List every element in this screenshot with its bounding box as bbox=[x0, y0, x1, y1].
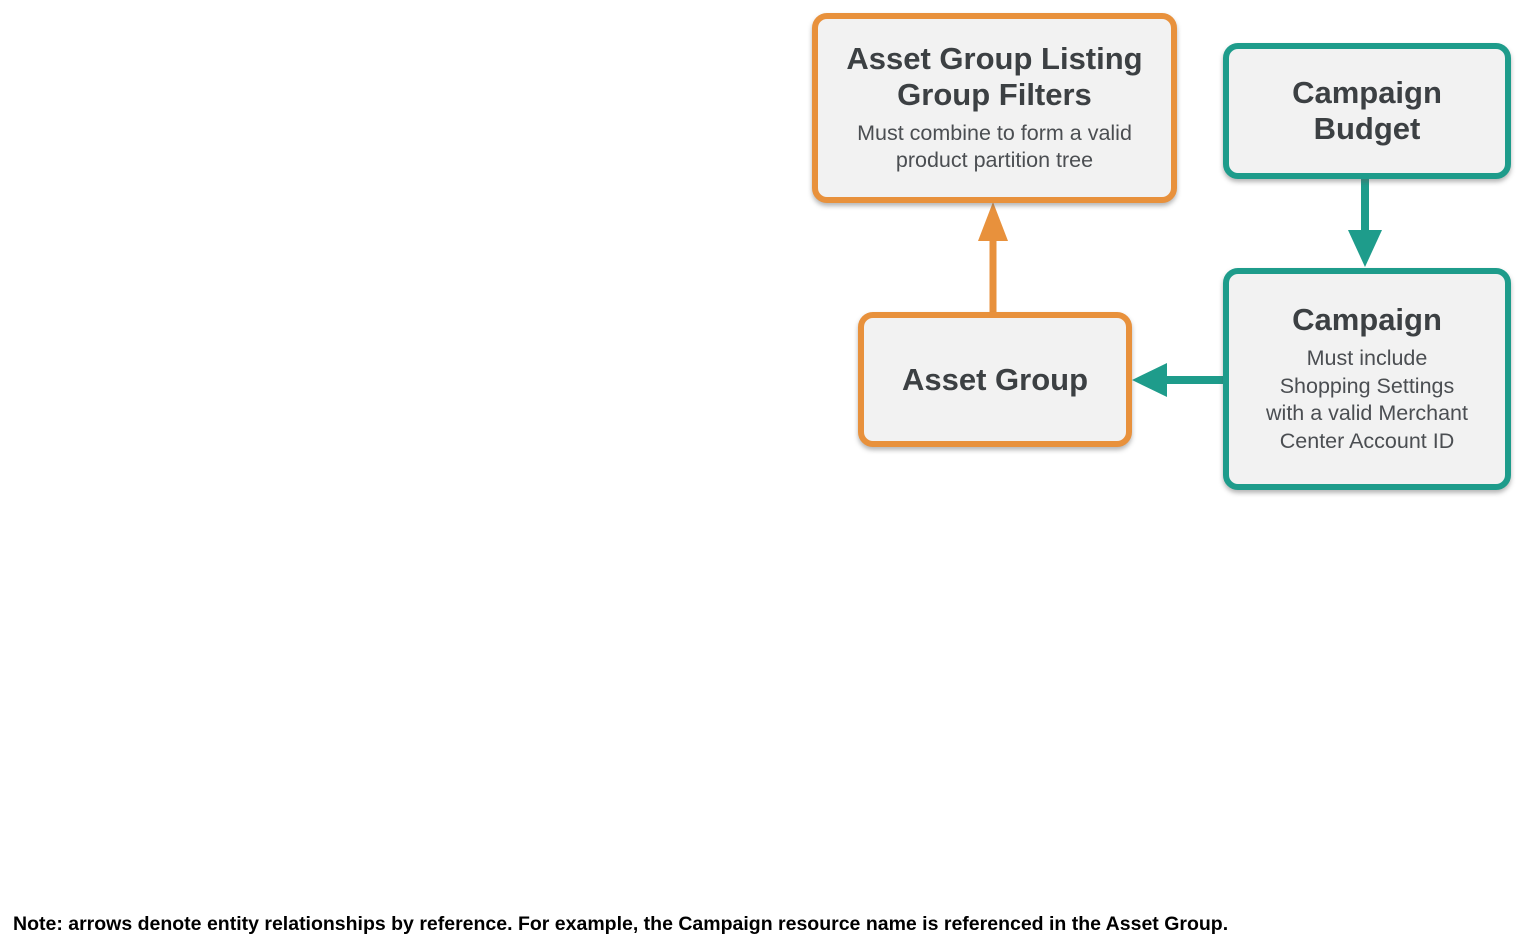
node-campaign: Campaign Must include Shopping Settings … bbox=[1223, 268, 1511, 490]
node-subtitle: Must combine to form a valid product par… bbox=[857, 120, 1132, 173]
arrow-head-left-icon bbox=[1132, 363, 1167, 397]
arrow-campaign-budget-to-campaign bbox=[1348, 178, 1382, 267]
node-title: Campaign Budget bbox=[1292, 75, 1442, 146]
node-asset-group-listing-group-filters: Asset Group Listing Group Filters Must c… bbox=[812, 13, 1177, 203]
arrow-campaign-to-asset-group bbox=[1132, 363, 1224, 397]
node-title: Asset Group Listing Group Filters bbox=[846, 40, 1143, 112]
arrow-head-down-icon bbox=[1348, 230, 1382, 267]
node-title: Asset Group bbox=[901, 361, 1089, 397]
node-campaign-budget: Campaign Budget bbox=[1223, 43, 1511, 179]
arrow-asset-group-to-listing-group-filters bbox=[978, 202, 1008, 313]
node-subtitle: Must include Shopping Settings with a va… bbox=[1266, 345, 1468, 454]
node-title: Campaign bbox=[1292, 301, 1442, 337]
node-asset-group: Asset Group bbox=[858, 312, 1132, 447]
arrow-head-up-icon bbox=[978, 202, 1008, 241]
footnote: Note: arrows denote entity relationships… bbox=[13, 913, 1229, 935]
